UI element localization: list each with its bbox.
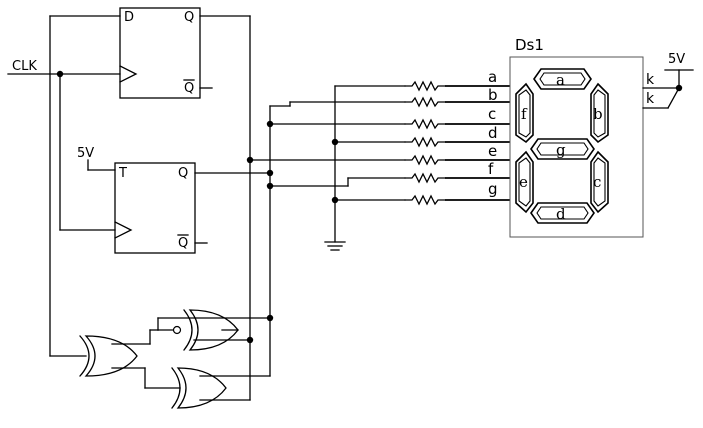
tff-qbar-label: Q [178, 236, 188, 251]
seven-segment-display: Ds1 a f b g e c d [509, 36, 644, 238]
pin-label-g: g [488, 180, 498, 198]
segment-c-label: c [593, 173, 601, 191]
vcc-right-label: 5V [668, 52, 685, 67]
pin-label-c: c [488, 105, 496, 123]
cathode-1-label: k [646, 72, 655, 88]
display-name-label: Ds1 [515, 36, 544, 54]
xor-gate-top [157, 309, 271, 351]
pin-label-d: d [488, 124, 498, 142]
bus-junctions [246, 120, 339, 344]
resistor-bus-wiring [249, 85, 406, 251]
dff-q-label: Q [184, 10, 194, 25]
tff-t-label: T [118, 166, 127, 181]
clk-label: CLK [12, 59, 37, 74]
resistor-g [404, 194, 446, 206]
clock-wiring: CLK [7, 59, 121, 231]
vcc-left: 5V [77, 146, 116, 171]
segment-g [530, 138, 595, 160]
resistor-a [404, 80, 446, 92]
segment-d-label: d [556, 205, 566, 223]
clk-junction [56, 70, 64, 78]
resistor-b [404, 96, 446, 108]
display-input-wiring [445, 85, 513, 201]
cathode-junction [675, 84, 683, 92]
vcc-right: k k 5V [642, 52, 694, 109]
segment-e-label: e [519, 173, 528, 191]
segment-f [515, 82, 534, 144]
resistor-array [404, 80, 446, 206]
resistor-d [404, 136, 446, 148]
pin-label-b: b [488, 86, 498, 104]
feedback-wiring [49, 15, 121, 357]
segment-e [515, 150, 534, 214]
segment-f-label: f [521, 105, 528, 123]
d-flip-flop: D Q Q [119, 7, 201, 99]
tff-q-label: Q [178, 166, 188, 181]
segment-g-label: g [556, 141, 566, 159]
resistor-c [404, 118, 446, 130]
vcc-left-label: 5V [77, 146, 94, 161]
segment-d [530, 202, 595, 224]
ff-output-wiring [194, 15, 406, 401]
resistor-e [404, 154, 446, 166]
segment-a-label: a [556, 71, 565, 89]
segment-b [590, 82, 609, 144]
display-pin-labels: a b c d e f g [488, 68, 498, 198]
resistor-f [404, 172, 446, 184]
dff-qbar-label: Q [184, 81, 194, 96]
inversion-bubble [172, 325, 182, 335]
segment-c [590, 150, 609, 214]
pin-label-e: e [488, 142, 497, 160]
segment-b-label: b [593, 105, 603, 123]
dff-d-label: D [124, 10, 134, 25]
cathode-2-label: k [646, 91, 655, 107]
t-flip-flop: T Q Q [114, 162, 196, 254]
xor-gate-bottom [171, 367, 271, 409]
pin-label-f: f [488, 160, 494, 178]
xor-gate-left [79, 329, 181, 389]
segment-a [533, 68, 592, 90]
pin-label-a: a [488, 68, 497, 86]
